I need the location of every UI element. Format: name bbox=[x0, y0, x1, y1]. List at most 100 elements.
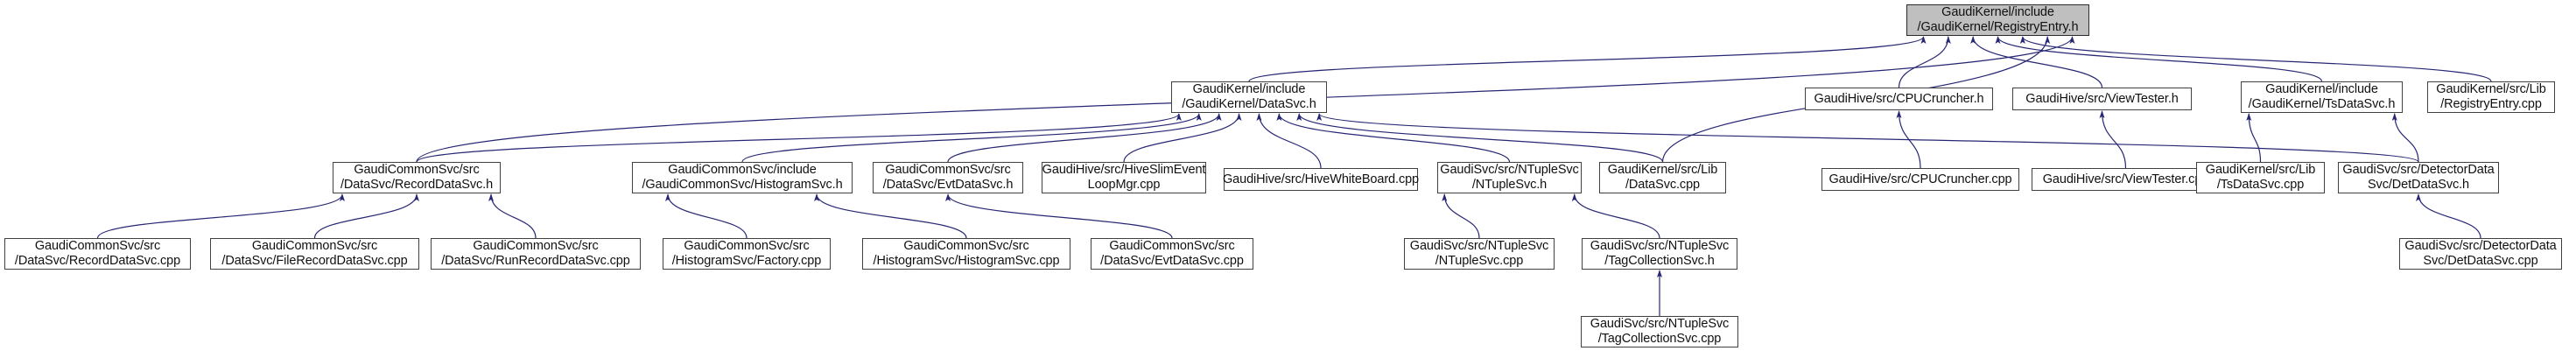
node-label-line2: /TsDataSvc.cpp bbox=[2216, 178, 2305, 192]
node-label-line1: GaudiCommonSvc/src bbox=[354, 163, 480, 177]
node-label-line1: GaudiCommonSvc/include bbox=[668, 163, 817, 177]
graph-edge-evtdatasvc_h-to-datasvc_h bbox=[947, 113, 1222, 163]
graph-edge-ntuplesvc_cpp-to-ntuplesvc_h bbox=[1442, 193, 1480, 239]
graph-node-viewtester_h[interactable]: GaudiHive/src/ViewTester.h bbox=[2012, 88, 2192, 110]
node-label-line1: GaudiKernel/include bbox=[1192, 82, 1306, 96]
graph-edge-histogramsvc_factory_cpp-to-histogramsvc_h bbox=[665, 193, 748, 239]
graph-edge-tsdatasvc_cpp-to-tsdatasvc_h bbox=[2246, 113, 2262, 163]
graph-node-ntuplesvc_cpp[interactable]: GaudiSvc/src/NTupleSvc/NTupleSvc.cpp bbox=[1404, 238, 1555, 270]
node-label-line1: GaudiKernel/src/Lib bbox=[2205, 163, 2316, 177]
node-label-line1: GaudiHive/src/HiveWhiteBoard.cpp bbox=[1222, 172, 1420, 186]
node-label-line1: GaudiKernel/include bbox=[2265, 82, 2378, 96]
node-label-line2: /RegistryEntry.cpp bbox=[2440, 97, 2542, 111]
graph-edge-cpucruncher_h-to-registryentry_h bbox=[1898, 36, 1951, 88]
graph-node-runrecorddatasvc_cpp[interactable]: GaudiCommonSvc/src/DataSvc/RunRecordData… bbox=[431, 238, 641, 270]
node-label-line1: GaudiCommonSvc/src bbox=[473, 239, 599, 253]
graph-node-histogramsvc_factory_cpp[interactable]: GaudiCommonSvc/src/HistogramSvc/Factory.… bbox=[663, 238, 831, 270]
graph-node-viewtester_cpp[interactable]: GaudiHive/src/ViewTester.cpp bbox=[2032, 168, 2220, 191]
node-label-line1: GaudiSvc/src/NTupleSvc bbox=[1409, 239, 1549, 253]
node-label-line2: /DataSvc/EvtDataSvc.cpp bbox=[1100, 254, 1244, 268]
graph-edge-tagcollectionsvc_h-to-ntuplesvc_h bbox=[1571, 193, 1660, 239]
graph-edge-filerecorddatasvc_cpp-to-recorddatasvc_h bbox=[313, 193, 419, 239]
graph-edge-detdatasvc_h-to-datasvc_h bbox=[1316, 113, 2419, 163]
node-label-line1: GaudiKernel/src/Lib bbox=[2436, 82, 2546, 96]
node-label-line2: /GaudiKernel/RegistryEntry.h bbox=[1917, 20, 2079, 34]
node-label-line1: GaudiHive/src/HiveSlimEvent bbox=[1042, 163, 1206, 177]
node-label-line2: /HistogramSvc/Factory.cpp bbox=[671, 254, 822, 268]
graph-node-evtdatasvc_h[interactable]: GaudiCommonSvc/src/DataSvc/EvtDataSvc.h bbox=[873, 162, 1023, 193]
graph-node-hivewhiteboard_cpp[interactable]: GaudiHive/src/HiveWhiteBoard.cpp bbox=[1222, 168, 1420, 191]
node-label-line2: /DataSvc/EvtDataSvc.h bbox=[882, 178, 1014, 192]
graph-node-filerecorddatasvc_cpp[interactable]: GaudiCommonSvc/src/DataSvc/FileRecordDat… bbox=[210, 238, 419, 270]
node-label-line2: /GaudiKernel/TsDataSvc.h bbox=[2248, 97, 2396, 111]
graph-edge-ntuplesvc_h-to-datasvc_h bbox=[1276, 113, 1511, 163]
graph-edge-registryentry_cpp-to-registryentry_h bbox=[2019, 36, 2492, 82]
node-label-line2: /DataSvc/RecordDataSvc.h bbox=[340, 178, 494, 192]
graph-node-datasvc_h[interactable]: GaudiKernel/include/GaudiKernel/DataSvc.… bbox=[1171, 81, 1327, 113]
node-label-line2: Svc/DetDataSvc.cpp bbox=[2423, 254, 2538, 268]
node-label-line2: /GaudiCommonSvc/HistogramSvc.h bbox=[642, 178, 843, 192]
graph-node-tagcollectionsvc_cpp[interactable]: GaudiSvc/src/NTupleSvc/TagCollectionSvc.… bbox=[1581, 316, 1738, 347]
graph-edge-viewtester_h-to-registryentry_h bbox=[1970, 36, 2103, 88]
graph-edge-hivewhiteboard_cpp-to-datasvc_h bbox=[1256, 113, 1322, 169]
graph-node-tsdatasvc_cpp[interactable]: GaudiKernel/src/Lib/TsDataSvc.cpp bbox=[2196, 162, 2325, 193]
node-label-line2: /DataSvc/RecordDataSvc.cpp bbox=[14, 254, 181, 268]
node-label-line1: GaudiCommonSvc/src bbox=[885, 163, 1011, 177]
graph-node-tagcollectionsvc_h[interactable]: GaudiSvc/src/NTupleSvc/TagCollectionSvc.… bbox=[1582, 238, 1737, 270]
node-label-line1: GaudiKernel/include bbox=[1941, 5, 2054, 19]
node-label-line2: /TagCollectionSvc.cpp bbox=[1597, 332, 1722, 346]
node-label-line1: GaudiCommonSvc/src bbox=[1109, 239, 1235, 253]
node-label-line1: GaudiHive/src/CPUCruncher.h bbox=[1814, 91, 1984, 106]
node-label-line1: GaudiSvc/src/NTupleSvc bbox=[1590, 239, 1730, 253]
graph-node-histogramsvc_cpp[interactable]: GaudiCommonSvc/src/HistogramSvc/Histogra… bbox=[862, 238, 1070, 270]
node-label-line1: GaudiHive/src/ViewTester.cpp bbox=[2042, 172, 2209, 186]
node-label-line2: /NTupleSvc.h bbox=[1471, 178, 1548, 192]
graph-edge-detdatasvc_h-to-tsdatasvc_h bbox=[2391, 113, 2419, 163]
graph-node-cpucruncher_cpp[interactable]: GaudiHive/src/CPUCruncher.cpp bbox=[1821, 168, 2019, 191]
node-label-line2: /GaudiKernel/DataSvc.h bbox=[1182, 97, 1316, 111]
graph-node-datasvc_cpp[interactable]: GaudiKernel/src/Lib/DataSvc.cpp bbox=[1599, 162, 1726, 193]
node-label-line1: GaudiSvc/src/DetectorData bbox=[2404, 239, 2557, 253]
graph-node-evtdatasvc_cpp[interactable]: GaudiCommonSvc/src/DataSvc/EvtDataSvc.cp… bbox=[1091, 238, 1253, 270]
graph-node-histogramsvc_h[interactable]: GaudiCommonSvc/include/GaudiCommonSvc/Hi… bbox=[632, 162, 853, 193]
node-label-line2: Svc/DetDataSvc.h bbox=[2367, 178, 2470, 192]
node-label-line1: GaudiHive/src/CPUCruncher.cpp bbox=[1828, 172, 2012, 186]
graph-edge-runrecorddatasvc_cpp-to-recorddatasvc_h bbox=[488, 193, 537, 239]
graph-edge-datasvc_cpp-to-datasvc_h bbox=[1296, 113, 1664, 163]
graph-node-ntuplesvc_h[interactable]: GaudiSvc/src/NTupleSvc/NTupleSvc.h bbox=[1437, 162, 1582, 193]
graph-edge-recorddatasvc_cpp-to-recorddatasvc_h bbox=[96, 193, 345, 239]
graph-edge-evtdatasvc_cpp-to-evtdatasvc_h bbox=[945, 193, 1173, 239]
node-label-line2: /DataSvc.cpp bbox=[1625, 178, 1701, 192]
node-label-line1: GaudiCommonSvc/src bbox=[34, 239, 161, 253]
node-label-line1: GaudiCommonSvc/src bbox=[903, 239, 1029, 253]
node-label-line2: /DataSvc/RunRecordDataSvc.cpp bbox=[441, 254, 630, 268]
node-label-line1: GaudiCommonSvc/src bbox=[251, 239, 378, 253]
graph-node-recorddatasvc_cpp[interactable]: GaudiCommonSvc/src/DataSvc/RecordDataSvc… bbox=[4, 238, 191, 270]
graph-node-tsdatasvc_h[interactable]: GaudiKernel/include/GaudiKernel/TsDataSv… bbox=[2241, 81, 2403, 113]
node-label-line1: GaudiCommonSvc/src bbox=[684, 239, 810, 253]
node-label-line1: GaudiSvc/src/DetectorData bbox=[2342, 163, 2495, 177]
node-label-line2: /DataSvc/FileRecordDataSvc.cpp bbox=[221, 254, 408, 268]
graph-edge-viewtester_cpp-to-viewtester_h bbox=[2099, 110, 2127, 169]
graph-edge-histogramsvc_cpp-to-histogramsvc_h bbox=[814, 193, 967, 239]
node-label-line2: /NTupleSvc.cpp bbox=[1435, 254, 1524, 268]
node-label-line1: GaudiHive/src/ViewTester.h bbox=[2025, 91, 2179, 106]
graph-edge-hiveslimeventloopmgr_cpp-to-datasvc_h bbox=[1123, 113, 1242, 163]
graph-node-registryentry_h[interactable]: GaudiKernel/include/GaudiKernel/Registry… bbox=[1906, 4, 2089, 36]
node-label-line1: GaudiKernel/src/Lib bbox=[1607, 163, 1718, 177]
node-label-line2: LoopMgr.cpp bbox=[1087, 178, 1161, 192]
graph-node-cpucruncher_h[interactable]: GaudiHive/src/CPUCruncher.h bbox=[1805, 88, 1993, 110]
graph-node-recorddatasvc_h[interactable]: GaudiCommonSvc/src/DataSvc/RecordDataSvc… bbox=[333, 162, 501, 193]
graph-node-registryentry_cpp[interactable]: GaudiKernel/src/Lib/RegistryEntry.cpp bbox=[2427, 81, 2555, 113]
graph-edge-datasvc_h-to-registryentry_h bbox=[1248, 36, 1927, 82]
graph-edge-cpucruncher_cpp-to-cpucruncher_h bbox=[1896, 110, 1921, 169]
node-label-line1: GaudiSvc/src/NTupleSvc bbox=[1590, 317, 1730, 331]
graph-edge-recorddatasvc_h-to-datasvc_h bbox=[416, 113, 1182, 163]
graph-edge-tsdatasvc_h-to-registryentry_h bbox=[1995, 36, 2323, 82]
node-label-line2: /HistogramSvc/HistogramSvc.cpp bbox=[873, 254, 1060, 268]
node-label-line2: /TagCollectionSvc.h bbox=[1604, 254, 1715, 268]
